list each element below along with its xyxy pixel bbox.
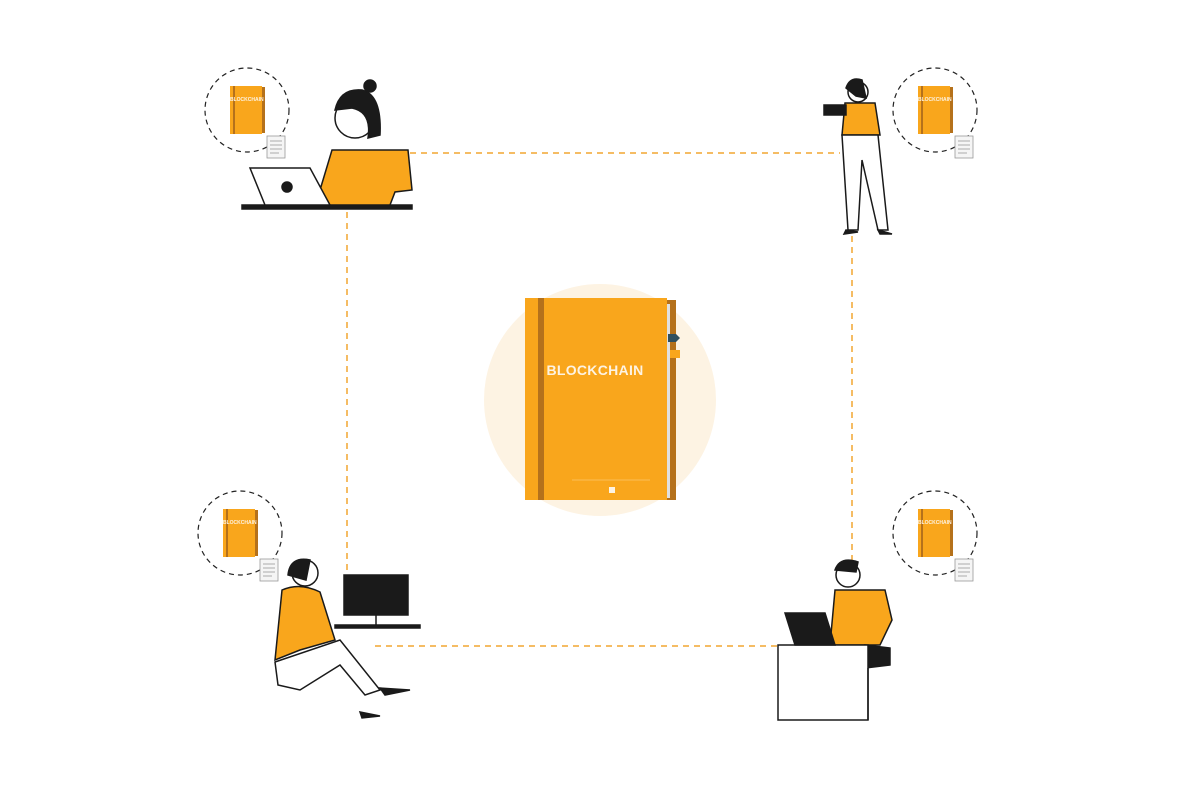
person-top-left [241, 79, 413, 210]
center-book-title: BLOCKCHAIN [546, 362, 644, 378]
person-bottom-right [777, 559, 893, 721]
network-links [346, 152, 853, 647]
node-ledger-bottom-left [197, 490, 283, 582]
person-top-right [823, 78, 893, 235]
person-bottom-left [274, 558, 421, 719]
center-book-icon [525, 298, 680, 500]
node-book-title-top-right: BLOCKCHAIN [918, 97, 952, 103]
node-ledger-top-right [892, 67, 978, 159]
node-book-title-bottom-left: BLOCKCHAIN [223, 520, 257, 526]
node-book-title-bottom-right: BLOCKCHAIN [918, 520, 952, 526]
node-ledger-bottom-right [892, 490, 978, 582]
node-ledger-top-left [204, 67, 290, 159]
node-book-title-top-left: BLOCKCHAIN [230, 97, 264, 103]
